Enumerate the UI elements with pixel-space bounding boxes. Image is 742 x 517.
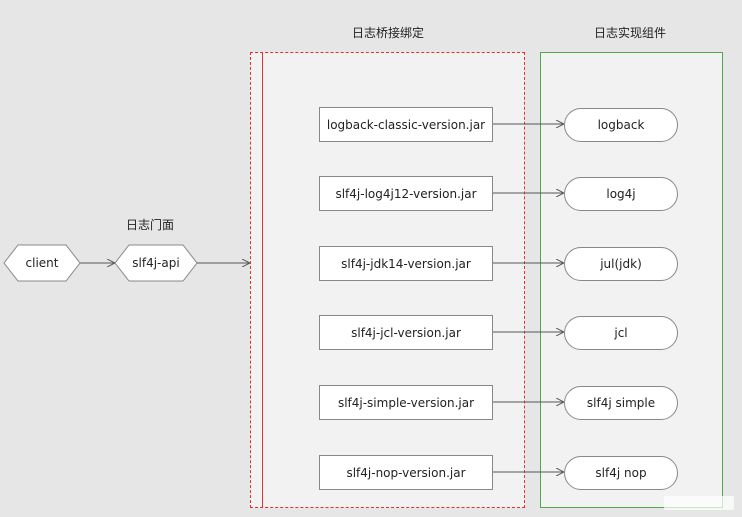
- binding-jar-nop: slf4j-nop-version.jar: [319, 455, 493, 490]
- slf4j-api-node: slf4j-api: [132, 256, 180, 270]
- binding-jar-logback-classic: logback-classic-version.jar: [319, 107, 493, 142]
- impl-logback: logback: [564, 108, 678, 142]
- impl-title: 日志实现组件: [593, 26, 667, 40]
- impl-slf4j-nop: slf4j nop: [564, 456, 678, 490]
- binding-container-divider: [262, 52, 263, 508]
- client-node: client: [25, 256, 59, 270]
- impl-jul-jdk: jul(jdk): [564, 247, 678, 281]
- binding-jar-jcl: slf4j-jcl-version.jar: [319, 315, 493, 350]
- binding-jar-simple: slf4j-simple-version.jar: [319, 385, 493, 420]
- binding-jar-jdk14: slf4j-jdk14-version.jar: [319, 246, 493, 281]
- watermark: [664, 496, 734, 510]
- impl-jcl: jcl: [564, 316, 678, 350]
- binding-title: 日志桥接绑定: [351, 26, 425, 40]
- impl-slf4j-simple: slf4j simple: [564, 386, 678, 420]
- impl-log4j: log4j: [564, 177, 678, 211]
- facade-title: 日志门面: [125, 218, 175, 232]
- binding-jar-log4j12: slf4j-log4j12-version.jar: [319, 176, 493, 211]
